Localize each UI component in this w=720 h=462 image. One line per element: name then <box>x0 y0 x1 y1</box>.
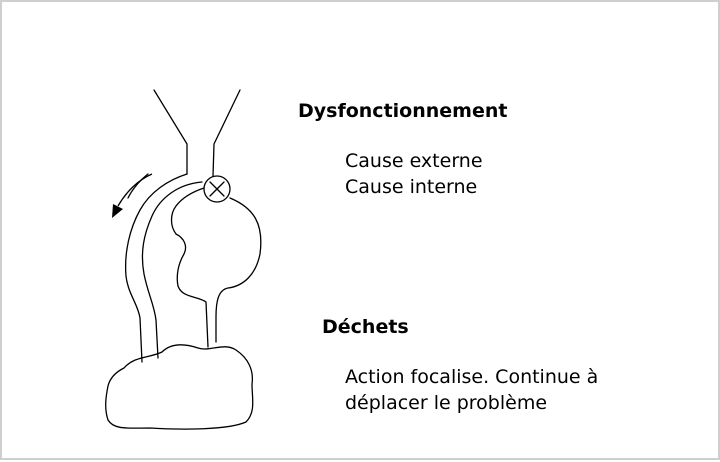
blockage-x-icon <box>204 176 230 202</box>
cause-interne-text: Cause interne <box>345 174 477 200</box>
cause-externe-text: Cause externe <box>345 148 483 174</box>
deplacer-probleme-text: déplacer le problème <box>345 390 547 416</box>
flow-arrow-icon <box>112 174 152 218</box>
section-heading-dysfonctionnement: Dysfonctionnement <box>298 100 507 122</box>
action-focalise-text: Action focalise. Continue à <box>345 364 598 390</box>
funnel-right-wall <box>213 90 240 176</box>
section-heading-dechets: Déchets <box>322 316 409 338</box>
main-pipe-outline <box>216 198 261 342</box>
funnel-left-wall <box>154 90 187 174</box>
waste-blob <box>106 345 253 429</box>
inner-channel-left <box>142 182 202 358</box>
inner-channel-right <box>172 188 209 347</box>
